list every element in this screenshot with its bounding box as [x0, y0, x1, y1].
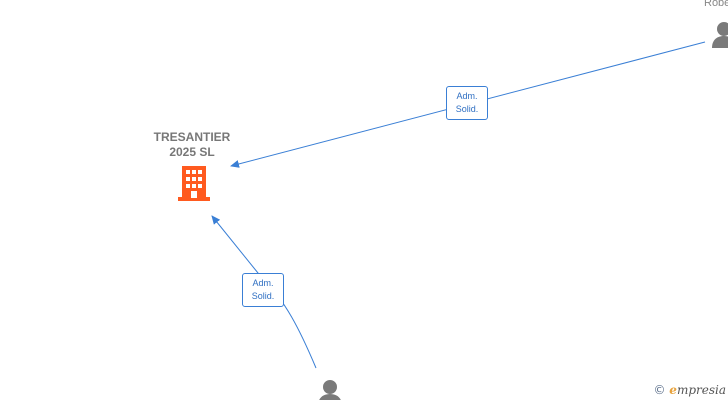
person-icon[interactable] — [318, 380, 342, 400]
person-icon[interactable] — [712, 22, 728, 48]
edge-label-bottom: Adm. Solid. — [242, 273, 284, 307]
copyright-symbol: © — [653, 383, 666, 397]
edge-label-top: Adm. Solid. — [446, 86, 488, 120]
edge-label-line1: Adm. — [456, 91, 478, 101]
brand-initial: e — [669, 383, 677, 397]
company-name-line2: 2025 SL — [169, 145, 215, 159]
brand-rest: mpresia — [676, 383, 726, 397]
company-name[interactable]: TRESANTIER 2025 SL — [142, 130, 242, 160]
edge-label-line2: Solid. — [251, 291, 275, 301]
edge-label-line1: Adm. — [252, 278, 274, 288]
edge-label-line2: Solid. — [455, 104, 479, 114]
person-name-top[interactable]: Robe — [704, 0, 728, 9]
building-icon[interactable] — [178, 166, 210, 201]
empresia-watermark: © empresia — [653, 383, 726, 397]
company-name-line1: TRESANTIER — [153, 130, 231, 144]
